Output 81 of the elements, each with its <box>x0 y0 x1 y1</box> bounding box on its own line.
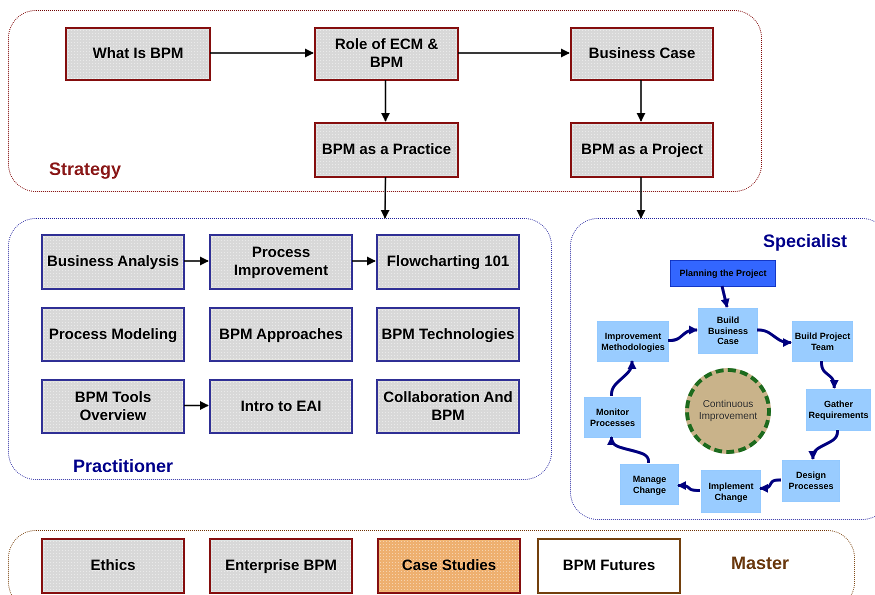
node-label: Build Business Case <box>706 314 750 348</box>
node-label: BPM Futures <box>562 557 656 575</box>
arrow <box>184 256 209 266</box>
node-label: Design Processes <box>787 470 835 492</box>
course-box <box>41 307 185 362</box>
arrow <box>757 328 792 348</box>
node-label: Business Case <box>588 45 696 63</box>
node-label: Continuous Improvement <box>698 399 758 423</box>
group-title: Specialist <box>763 231 848 252</box>
node-label: Planning the Project <box>679 268 766 279</box>
arrow <box>610 360 636 396</box>
node-label: Ethics <box>90 557 136 575</box>
group-panel <box>8 530 855 595</box>
node-label: BPM Approaches <box>219 326 343 344</box>
course-box <box>314 27 459 81</box>
group-title: Master <box>731 553 790 574</box>
arrow <box>759 478 781 493</box>
course-box <box>314 122 459 178</box>
node-label: Collaboration And BPM <box>382 388 514 424</box>
arrow <box>668 326 698 342</box>
process-box <box>806 389 871 431</box>
node-label: Improvement Methodologies <box>600 330 666 352</box>
course-box <box>376 379 520 434</box>
node-label: Manage Change <box>632 474 668 496</box>
process-box <box>620 464 679 505</box>
node-label: Case Studies <box>402 557 496 575</box>
process-box <box>782 460 840 502</box>
node-label: Process Modeling <box>48 326 178 344</box>
node-label: Business Analysis <box>46 253 179 271</box>
node-label: Implement Change <box>707 480 754 502</box>
course-box <box>41 379 185 434</box>
node-label: Process Improvement <box>232 244 330 280</box>
process-box <box>701 470 761 513</box>
arrow <box>380 176 390 219</box>
arrow <box>720 286 730 308</box>
process-box <box>597 321 669 362</box>
course-box <box>537 538 681 594</box>
arrow <box>210 48 314 58</box>
arrow <box>607 436 650 463</box>
node-label: Flowcharting 101 <box>386 253 510 271</box>
course-box <box>209 538 353 594</box>
group-panel <box>8 218 552 480</box>
course-box <box>570 122 714 178</box>
node-label: BPM as a Project <box>581 141 703 159</box>
group-title: Strategy <box>49 159 122 180</box>
process-box <box>584 397 641 438</box>
arrow <box>458 48 570 58</box>
process-box <box>670 260 776 287</box>
arrow <box>381 80 390 122</box>
node-label: BPM as a Practice <box>322 141 452 159</box>
node-label: BPM Tools Overview <box>74 388 152 424</box>
node-label: Role of ECM & BPM <box>334 36 440 72</box>
process-box <box>698 308 758 354</box>
course-box <box>41 234 185 290</box>
node-label: Gather Requirements <box>808 399 869 421</box>
node-label: Monitor Processes <box>588 406 636 428</box>
course-box <box>377 538 521 594</box>
course-box <box>209 234 353 290</box>
course-box <box>376 234 520 290</box>
course-box <box>209 307 353 362</box>
arrow <box>636 80 646 122</box>
course-box <box>376 307 520 362</box>
group-panel <box>570 218 875 520</box>
node-label: Enterprise BPM <box>225 557 337 575</box>
arrow <box>820 361 839 389</box>
node-label: What Is BPM <box>92 45 184 63</box>
course-box <box>41 538 185 594</box>
process-box <box>792 321 853 362</box>
arrow <box>636 177 646 219</box>
group-title: Practitioner <box>73 456 174 477</box>
arrow <box>184 401 209 410</box>
arrow <box>352 256 376 266</box>
arrow <box>677 481 700 492</box>
course-box <box>65 27 211 81</box>
node-label: BPM Technologies <box>381 326 515 344</box>
group-panel <box>8 10 762 192</box>
course-box <box>209 379 353 434</box>
arrow <box>808 430 839 460</box>
node-label: Intro to EAI <box>240 398 322 416</box>
course-box <box>570 27 714 81</box>
node-label: Build Project Team <box>794 330 851 352</box>
